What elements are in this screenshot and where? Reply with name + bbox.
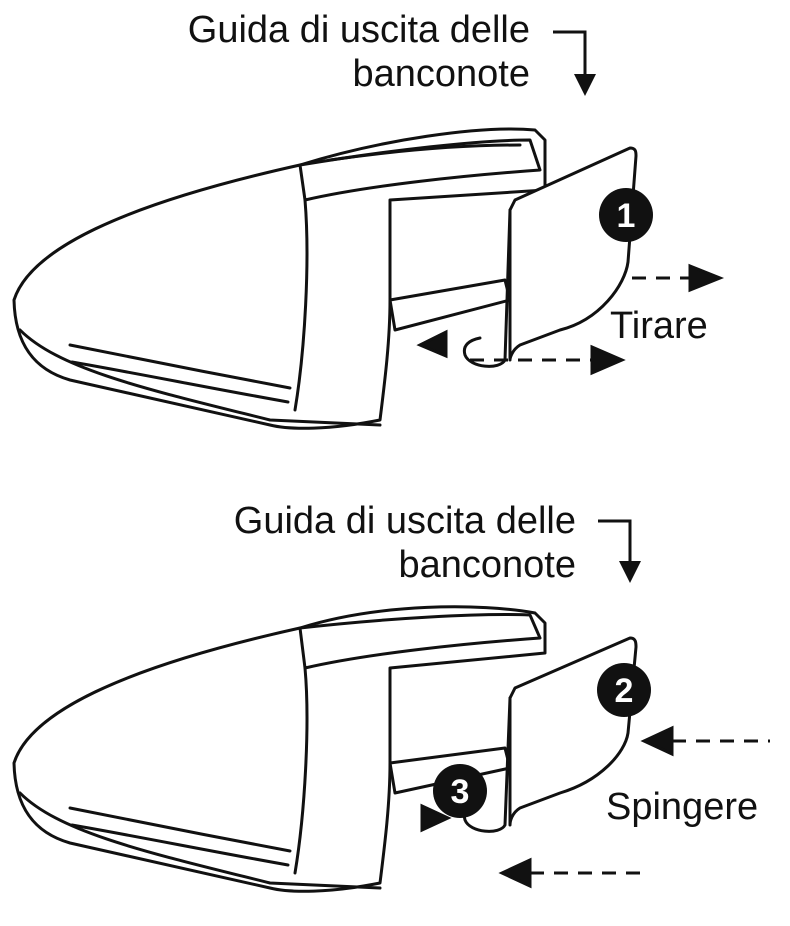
caption-exit-guide: Guida di uscita delle banconote bbox=[86, 499, 576, 587]
caption-pointer-head bbox=[619, 561, 641, 583]
caption-pointer-line bbox=[598, 521, 630, 565]
caption-pointer-head bbox=[574, 74, 596, 96]
exit-guide-hook bbox=[464, 210, 510, 366]
device-top-panel bbox=[300, 615, 540, 668]
arrow-push-lower-head bbox=[502, 860, 530, 886]
device-side-edge bbox=[295, 200, 307, 410]
caption-line-2: banconote bbox=[40, 52, 530, 96]
device-body bbox=[14, 129, 545, 428]
caption-exit-guide: Guida di uscita delle banconote bbox=[40, 8, 530, 96]
action-label-pull: Tirare bbox=[610, 305, 708, 348]
device-side-edge bbox=[295, 668, 307, 873]
device-front-lip bbox=[390, 280, 510, 330]
arrow-push-upper-head bbox=[644, 728, 672, 754]
arrow-pull-lower-head bbox=[592, 347, 622, 373]
arrow-inner-small-head bbox=[420, 332, 446, 356]
caption-pointer-line bbox=[553, 32, 585, 78]
step-number-1: 1 bbox=[617, 197, 636, 235]
caption-line-2: banconote bbox=[86, 543, 576, 587]
step-number-3: 3 bbox=[451, 773, 470, 811]
step-number-2: 2 bbox=[615, 672, 634, 710]
action-label-push: Spingere bbox=[606, 786, 758, 829]
panel-pull: 1 Guida di uscita delle banconote Tirare bbox=[0, 0, 790, 463]
arrow-pull-upper-head bbox=[690, 266, 720, 290]
caption-line-1: Guida di uscita delle bbox=[40, 8, 530, 52]
panel-push: 2 3 Guida di uscita delle banconote Spin… bbox=[0, 463, 790, 926]
caption-line-1: Guida di uscita delle bbox=[86, 499, 576, 543]
